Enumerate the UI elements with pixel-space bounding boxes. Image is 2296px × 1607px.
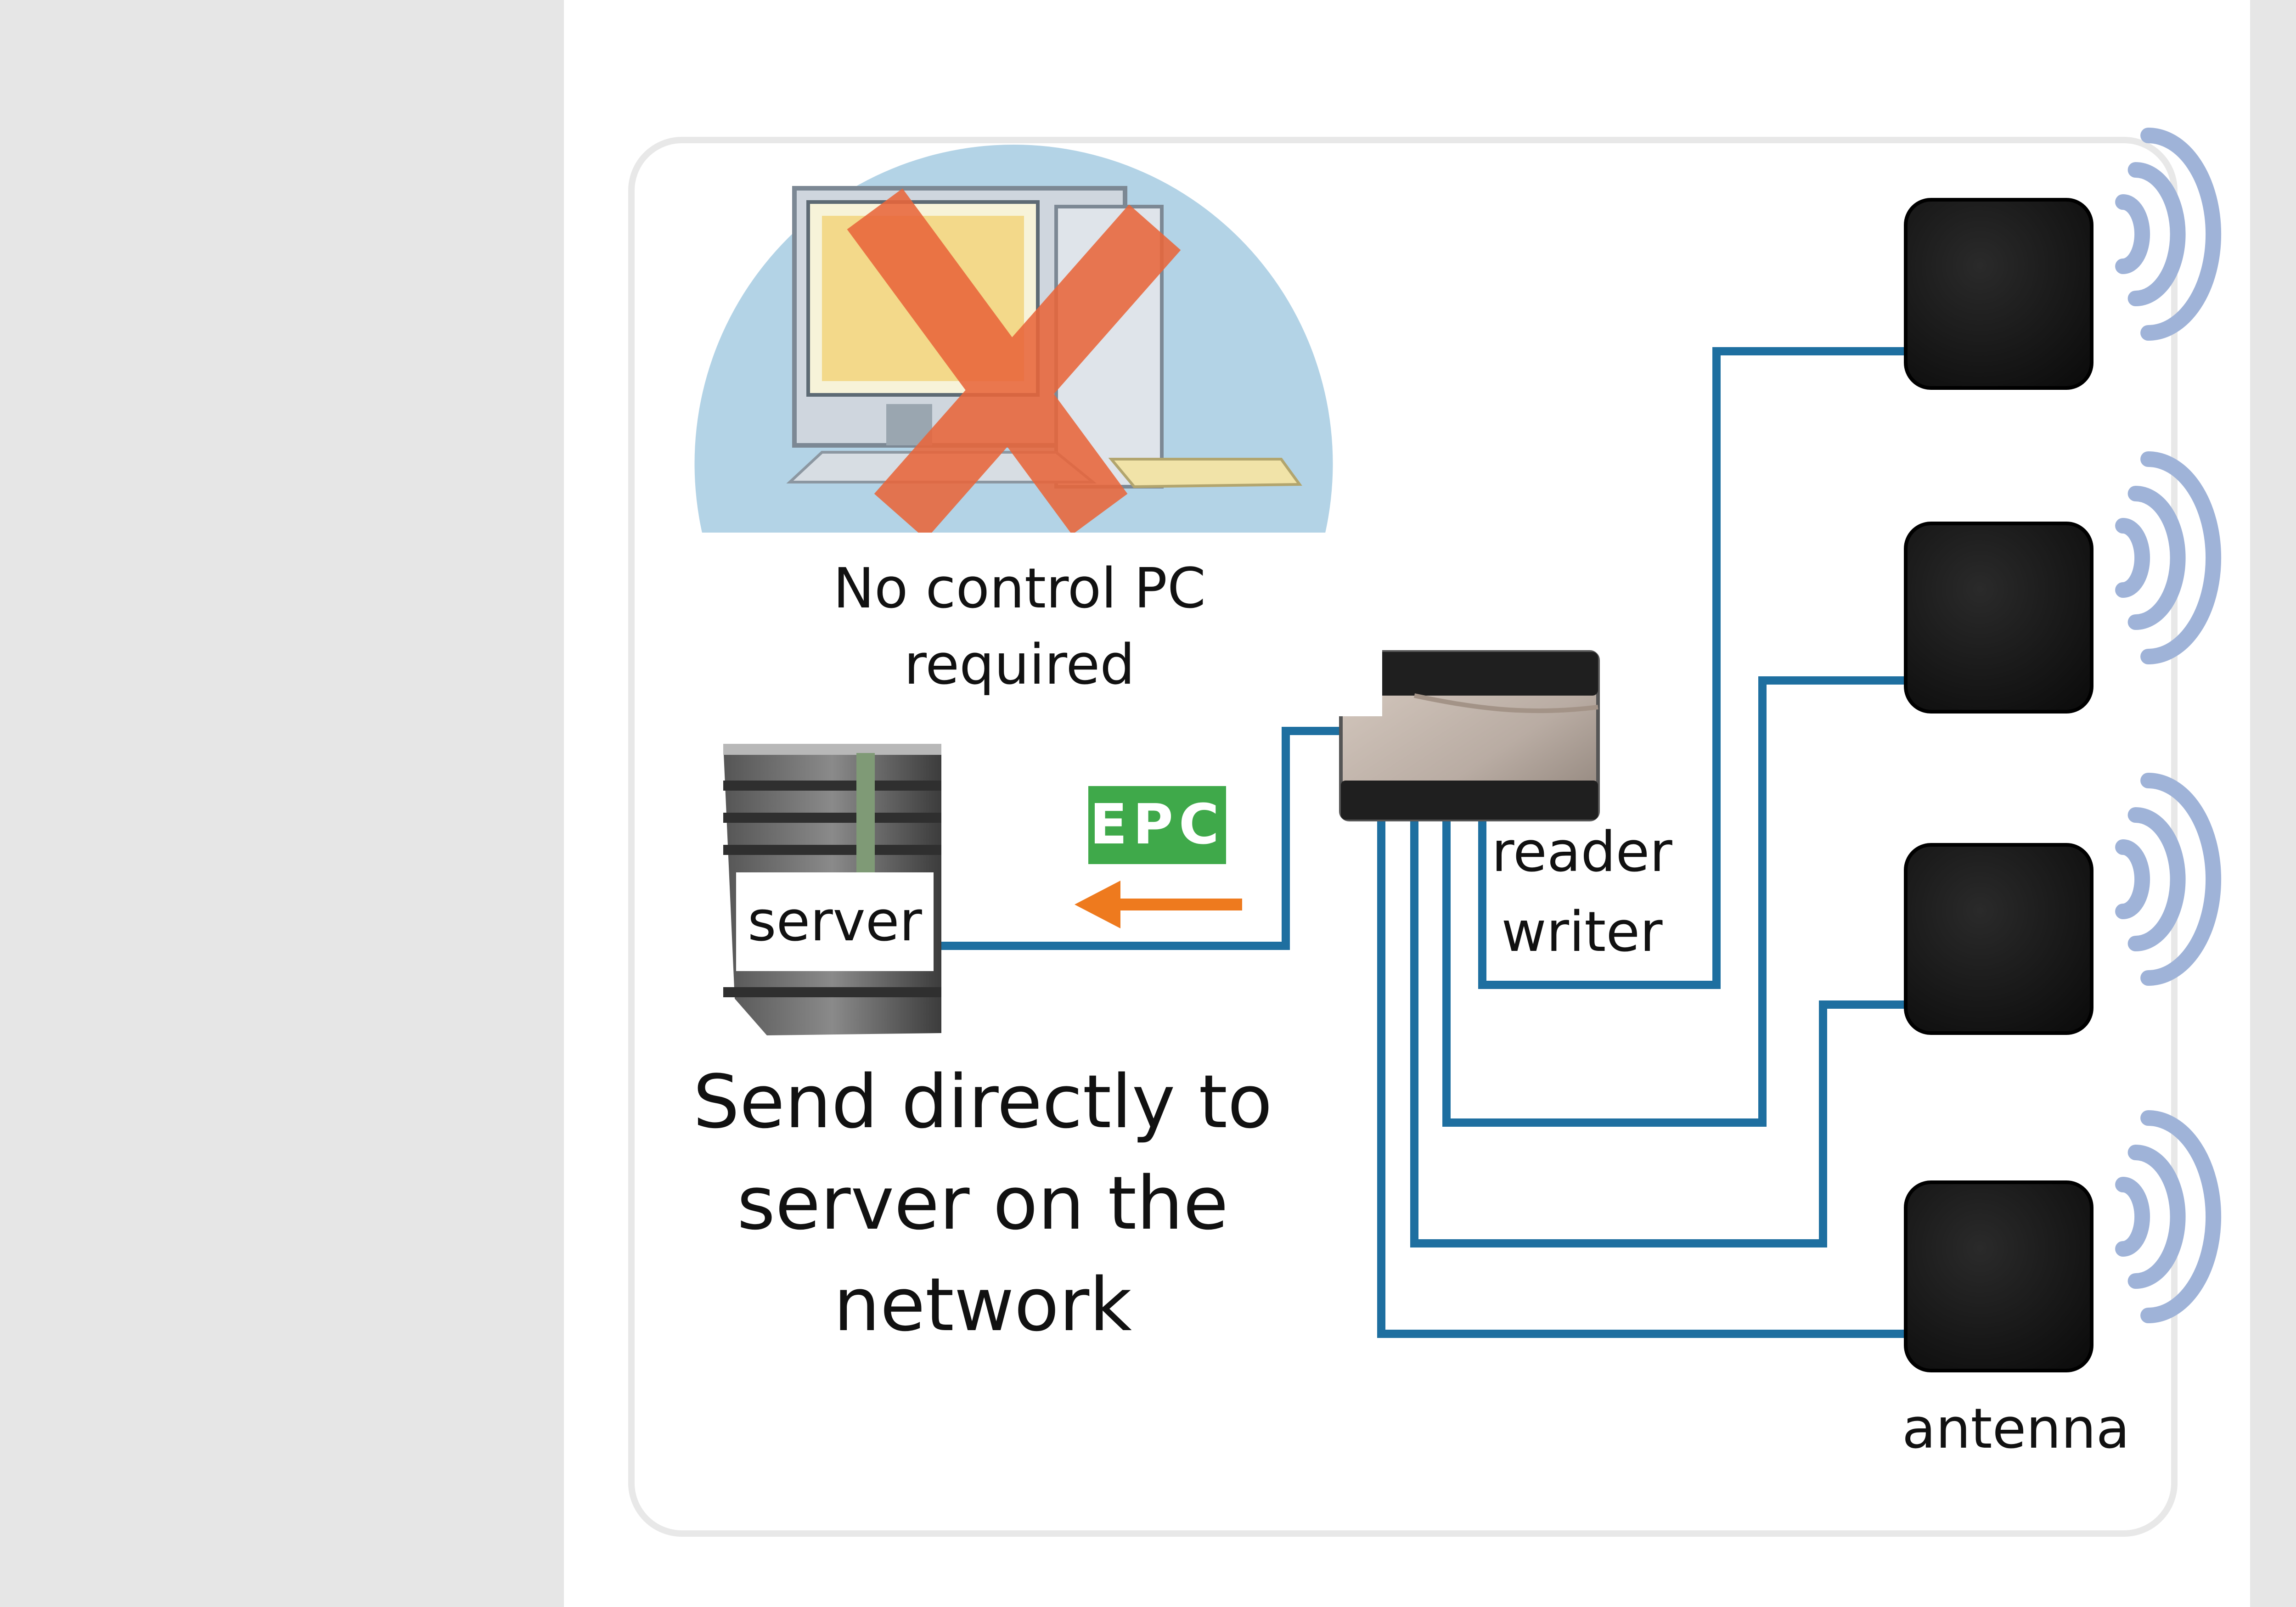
- network-cables: [941, 347, 1908, 1338]
- rfid-antenna-icon: [1904, 1110, 2222, 1372]
- rfid-antenna-icon: [1904, 773, 2222, 1035]
- cable-server-to-reader: [941, 727, 1348, 950]
- antenna-label: antenna: [1902, 1397, 2130, 1461]
- send-directly-label: Send directly to server on the network: [680, 1051, 1286, 1348]
- radio-waves-icon: [2115, 773, 2222, 986]
- cable-antenna-4: [1377, 817, 1908, 1338]
- radio-waves-icon: [2115, 451, 2222, 664]
- epc-badge: EPC: [1088, 786, 1226, 864]
- radio-waves-icon: [2115, 1110, 2222, 1323]
- cable-antenna-3: [1410, 817, 1908, 1247]
- red-x-icon: [847, 188, 1181, 539]
- antenna-group: [1904, 128, 2222, 1372]
- reader-writer-label: reader writer: [1491, 820, 1672, 964]
- rfid-antenna-icon: [1904, 451, 2222, 714]
- radio-waves-icon: [2115, 128, 2222, 341]
- cable-antenna-1: [1478, 347, 1908, 989]
- rfid-reader-writer-icon: [1339, 650, 1600, 821]
- no-pc-label: No control PC required: [657, 533, 1382, 716]
- rfid-antenna-icon: [1904, 128, 2222, 390]
- cable-antenna-2: [1442, 676, 1908, 1127]
- left-arrow-icon: [1075, 881, 1242, 928]
- server-label: server: [736, 872, 934, 971]
